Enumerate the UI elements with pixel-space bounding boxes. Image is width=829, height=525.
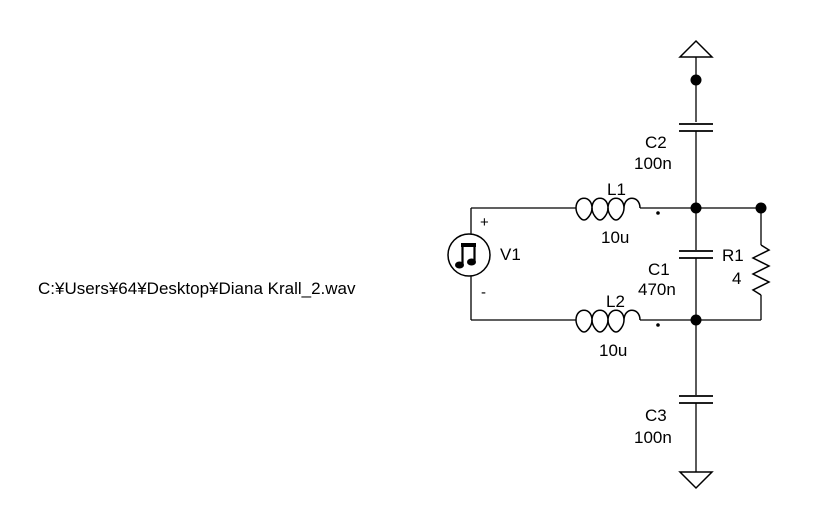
inductor-l1[interactable]	[575, 197, 761, 221]
c1-ref: C1	[648, 260, 670, 279]
capacitor-c2[interactable]	[679, 123, 713, 208]
ground-triangle-icon[interactable]	[678, 471, 714, 490]
inductor-l2[interactable]	[575, 309, 761, 333]
l1-value: 10u	[601, 228, 629, 247]
r1-ref: R1	[722, 246, 744, 265]
music-note-icon	[455, 243, 476, 269]
c3-value: 100n	[634, 428, 672, 447]
capacitor-c1[interactable]	[679, 208, 713, 320]
v1-ref: V1	[500, 245, 521, 264]
junction-top	[690, 74, 702, 86]
v1-plus: +	[480, 214, 489, 231]
vdd-triangle-icon[interactable]	[678, 39, 714, 122]
voltage-source-v1[interactable]	[447, 208, 491, 320]
c2-value: 100n	[634, 154, 672, 173]
r1-value: 4	[732, 269, 741, 288]
v1-minus: -	[481, 284, 486, 301]
l2-ref: L2	[606, 292, 625, 311]
v1-wav-file: C:¥Users¥64¥Desktop¥Diana Krall_2.wav	[38, 279, 356, 298]
c3-ref: C3	[645, 406, 667, 425]
c2-ref: C2	[645, 133, 667, 152]
l1-ref: L1	[607, 180, 626, 199]
capacitor-c3[interactable]	[679, 320, 713, 472]
l2-value: 10u	[599, 341, 627, 360]
resistor-r1[interactable]	[751, 208, 771, 320]
c1-value: 470n	[638, 280, 676, 299]
